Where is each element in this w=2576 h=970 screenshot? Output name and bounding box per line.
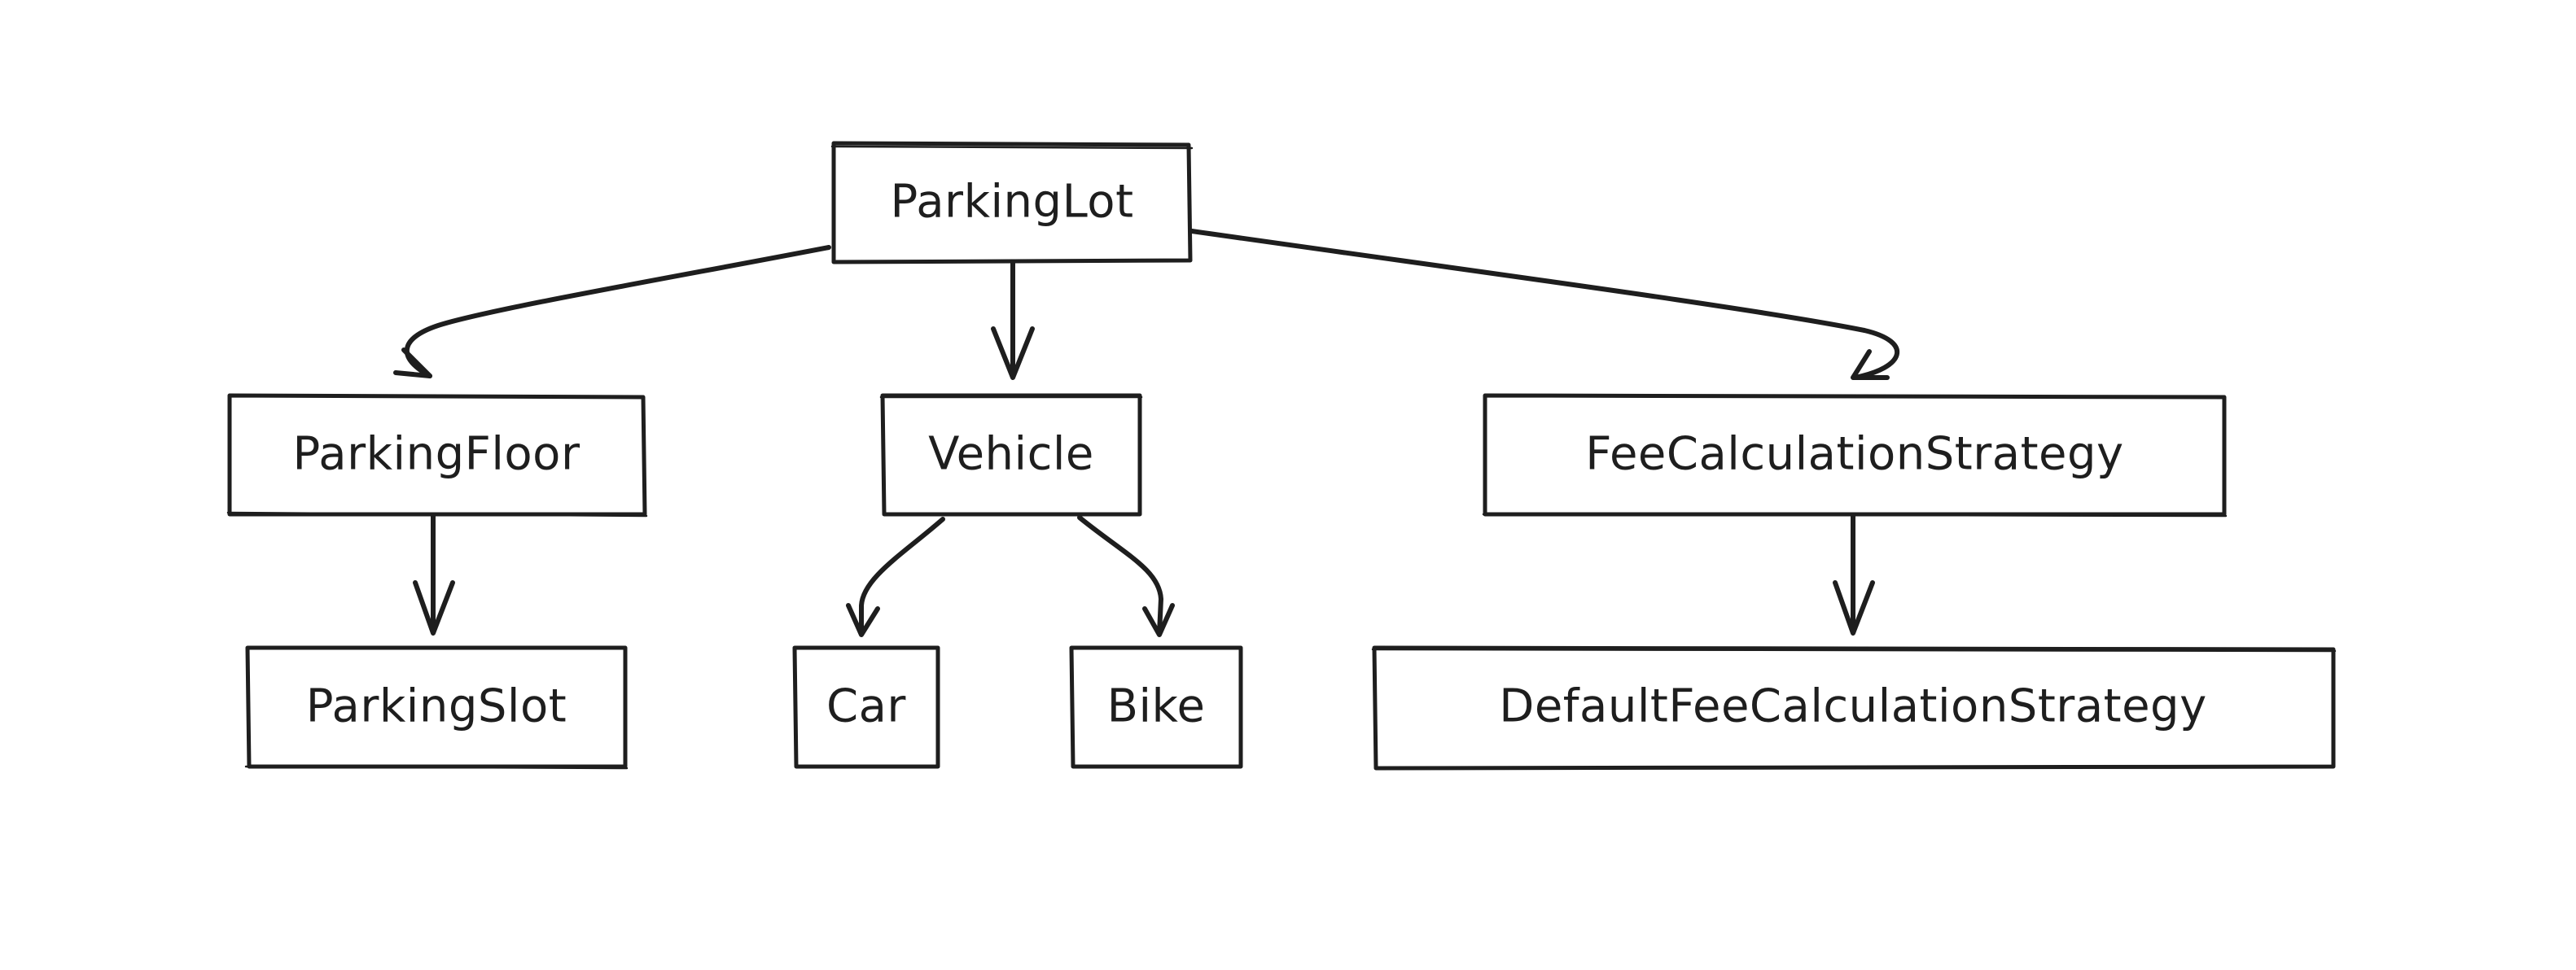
node-label: Car — [826, 680, 906, 733]
node-label: ParkingLot — [890, 176, 1133, 229]
node-car: Car — [792, 645, 940, 769]
edge-parkinglot-to-feecalculationstrategy — [1189, 229, 1900, 380]
node-label: DefaultFeeCalculationStrategy — [1499, 680, 2207, 733]
edges — [393, 229, 1900, 637]
edge-parkinglot-to-vehicle — [991, 260, 1035, 380]
node-label: Vehicle — [928, 428, 1094, 481]
node-label: ParkingSlot — [306, 680, 567, 733]
node-bike: Bike — [1069, 645, 1243, 769]
node-label: FeeCalculationStrategy — [1585, 428, 2123, 481]
node-label: ParkingFloor — [293, 428, 580, 481]
edge-vehicle-to-car — [846, 517, 945, 637]
node-parkinglot: ParkingLot — [830, 141, 1194, 264]
node-label: Bike — [1107, 680, 1206, 733]
edge-parkinglot-to-parkingfloor — [393, 245, 831, 378]
node-parkingslot: ParkingSlot — [244, 645, 629, 770]
edge-parkingfloor-to-parkingslot — [413, 512, 455, 636]
edge-feecalculationstrategy-to-defaultfeecalculationstrategy — [1833, 512, 1875, 636]
nodes: ParkingLot ParkingFloor Vehicle FeeCalcu… — [226, 141, 2337, 771]
edge-vehicle-to-bike — [1077, 515, 1175, 637]
node-parkingfloor: ParkingFloor — [226, 393, 648, 518]
node-vehicle: Vehicle — [879, 393, 1143, 517]
node-defaultfeecalculationstrategy: DefaultFeeCalculationStrategy — [1371, 645, 2337, 771]
node-feecalculationstrategy: FeeCalculationStrategy — [1482, 393, 2228, 518]
